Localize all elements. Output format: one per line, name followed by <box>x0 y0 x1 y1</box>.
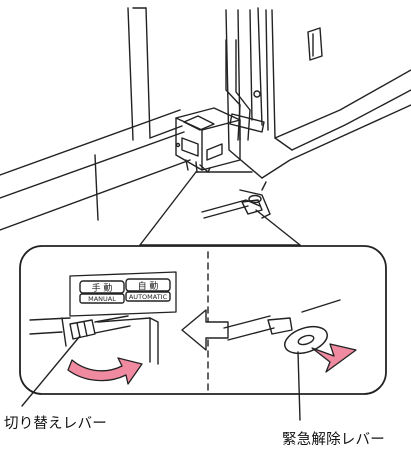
switch-lever <box>30 316 158 364</box>
plate-manual-en: MANUAL <box>88 295 116 303</box>
emergency-release-lever-label: 緊急解除レバー <box>282 428 385 449</box>
mode-plate: 手 動 MANUAL 自 動 AUTOMATIC <box>70 272 176 316</box>
plate-auto-kanji: 自 動 <box>138 280 159 292</box>
release-lever <box>224 300 340 358</box>
switch-lever-label: 切り替えレバー <box>4 412 107 433</box>
leader-lines <box>22 336 300 420</box>
direction-arrow-icon <box>182 310 228 350</box>
push-arrow-icon <box>312 344 356 372</box>
plate-auto-en: AUTOMATIC <box>129 293 168 301</box>
upper-mechanism <box>176 40 270 218</box>
rotate-arrow-icon <box>68 358 142 384</box>
magnify-lines <box>140 172 300 245</box>
plate-manual-kanji: 手 動 <box>92 282 113 294</box>
